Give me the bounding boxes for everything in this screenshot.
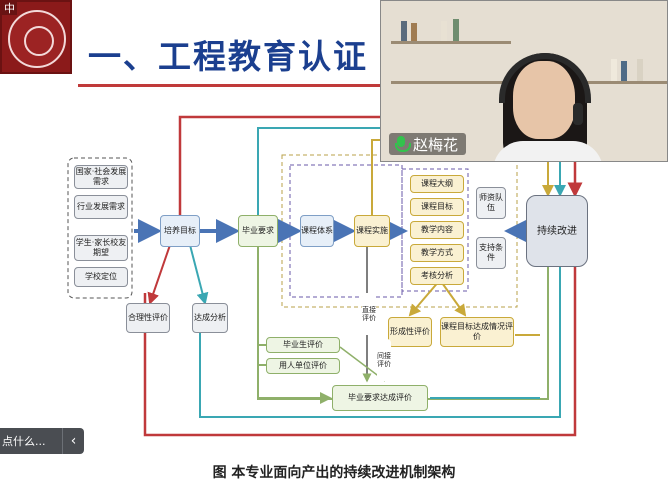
figure-caption: 图 本专业面向产出的持续改进机制架构	[212, 465, 456, 481]
seal-emblem	[8, 10, 66, 68]
mic-active-icon	[393, 135, 411, 153]
slide-title: 一、工程教育认证	[88, 37, 368, 76]
input-school-positioning: 学校定位	[74, 267, 128, 287]
box-course-objective-achievement: 课程目标达成情况评价	[440, 317, 514, 347]
course-item-methods: 教学方式	[410, 244, 464, 262]
chevron-left-icon[interactable]: ‹	[62, 428, 84, 454]
headset-mic	[573, 103, 583, 125]
bookshelf	[391, 81, 511, 84]
input-industry-needs: 行业发展需求	[74, 195, 128, 219]
book	[411, 23, 417, 41]
box-graduate-evaluation: 毕业生评价	[266, 337, 340, 353]
course-item-content: 教学内容	[410, 221, 464, 239]
participant-name-badge: 赵梅花	[389, 133, 467, 155]
book	[637, 59, 643, 81]
box-curriculum-system: 课程体系	[300, 215, 334, 247]
side-panel-toggle[interactable]: 点什么... ‹	[0, 428, 84, 454]
box-continuous-improvement: 持续改进	[526, 195, 588, 267]
course-item-syllabus: 课程大纲	[410, 175, 464, 193]
participant-video-tile[interactable]: 赵梅花	[380, 0, 668, 162]
box-graduation-requirements: 毕业要求	[238, 215, 278, 247]
book	[621, 61, 627, 81]
label-indirect-evaluation: 间接评价	[377, 339, 391, 381]
box-graduation-achievement-evaluation: 毕业要求达成评价	[332, 385, 428, 411]
box-training-objectives: 培养目标	[160, 215, 200, 247]
book	[441, 21, 447, 41]
course-item-objectives: 课程目标	[410, 198, 464, 216]
course-item-assessment: 考核分析	[410, 267, 464, 285]
input-national-needs: 国家·社会发展需求	[74, 165, 128, 189]
box-achievement-analysis: 达成分析	[192, 303, 228, 333]
book	[453, 19, 459, 41]
side-panel-text: 点什么...	[2, 435, 46, 448]
book	[611, 59, 617, 81]
label-direct-evaluation: 直接评价	[362, 293, 376, 335]
improvement-mechanism-diagram: 国家·社会发展需求 行业发展需求 学生·家长校友期望 学校定位 培养目标 毕业要…	[0, 95, 668, 455]
bookshelf	[391, 41, 511, 44]
box-course-implementation: 课程实施	[354, 215, 390, 247]
slide-corner-tag: 中	[2, 2, 17, 15]
input-stakeholder-expectations: 学生·家长校友期望	[74, 235, 128, 261]
participant-name: 赵梅花	[413, 135, 459, 154]
participant-shoulders	[493, 141, 603, 161]
box-rationality-evaluation: 合理性评价	[126, 303, 170, 333]
book	[401, 21, 407, 41]
box-faculty: 师资队伍	[476, 187, 506, 219]
box-formative-evaluation: 形成性评价	[388, 317, 432, 347]
bookshelf	[581, 81, 667, 84]
box-support-conditions: 支持条件	[476, 237, 506, 269]
box-employer-evaluation: 用人单位评价	[266, 358, 340, 374]
university-logo: 中	[0, 0, 72, 74]
title-divider	[78, 84, 668, 87]
